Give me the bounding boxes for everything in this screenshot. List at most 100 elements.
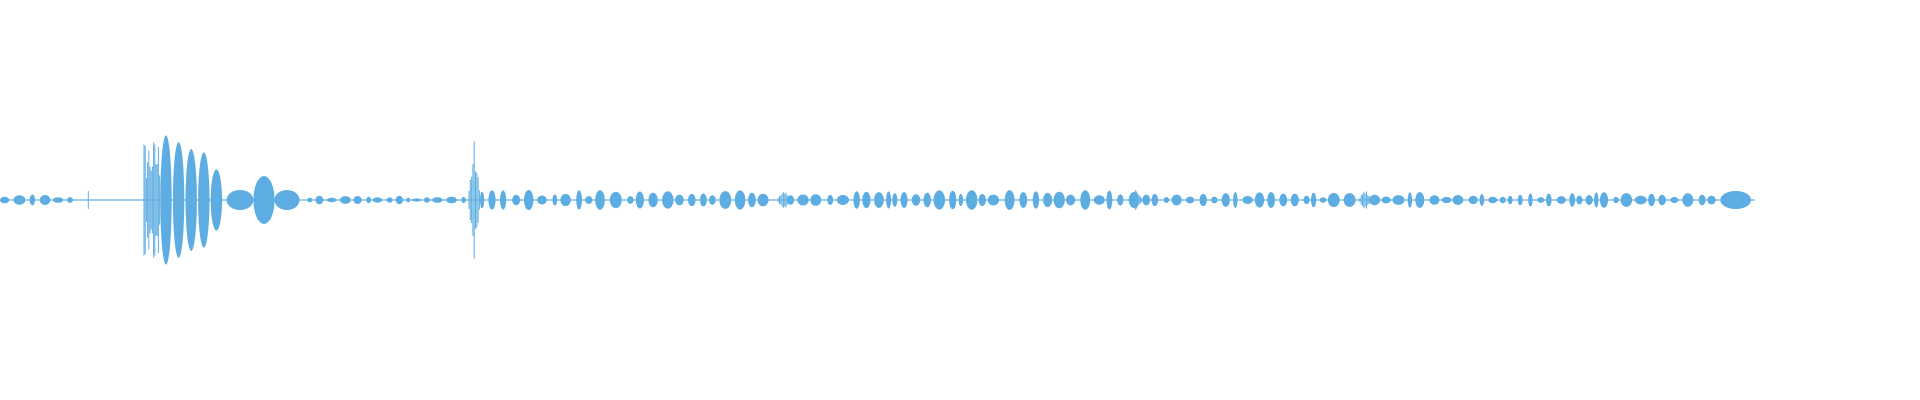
- waveform-segment: [1546, 193, 1552, 207]
- waveform-segment: [1381, 196, 1391, 204]
- waveform-segment: [1303, 195, 1310, 205]
- waveform-segment: [1698, 194, 1706, 206]
- waveform-segment: [635, 191, 645, 209]
- waveform-segment: [978, 194, 986, 206]
- waveform-spike: [144, 145, 146, 255]
- waveform-segment: [1080, 190, 1091, 210]
- waveform-bars: [0, 135, 1755, 265]
- waveform-segment: [1441, 196, 1452, 204]
- waveform-segment: [1720, 191, 1752, 209]
- waveform-segment: [1233, 192, 1238, 208]
- waveform-segment: [386, 197, 393, 203]
- waveform-spike: [156, 164, 158, 236]
- waveform-segment: [1151, 193, 1159, 207]
- waveform-segment: [52, 197, 64, 203]
- waveform-segment: [1528, 193, 1533, 207]
- waveform-segment: [1171, 194, 1182, 206]
- waveform-segment: [1221, 193, 1231, 207]
- waveform-spike: [1364, 193, 1366, 207]
- waveform-segment: [787, 195, 794, 205]
- waveform-segment: [1199, 193, 1207, 207]
- waveform-lobe: [172, 142, 185, 258]
- waveform-segment: [1254, 192, 1265, 208]
- waveform-segment: [29, 194, 36, 206]
- waveform-spike: [471, 176, 473, 224]
- waveform-segment: [688, 193, 696, 207]
- waveform-lobe: [160, 135, 172, 265]
- waveform-spike: [473, 141, 475, 259]
- waveform-segment: [226, 190, 254, 210]
- waveform-segment: [1517, 194, 1523, 206]
- waveform-segment: [1093, 195, 1105, 205]
- waveform-segment: [1211, 196, 1218, 204]
- waveform-segment: [1032, 191, 1040, 209]
- waveform-segment: [662, 191, 674, 209]
- waveform-segment: [480, 191, 485, 209]
- waveform-segment: [648, 192, 658, 208]
- waveform-spike: [1132, 194, 1134, 206]
- waveform-spike: [784, 193, 786, 207]
- waveform-segment: [1407, 192, 1413, 208]
- waveform-spike: [148, 150, 150, 250]
- waveform-spike: [781, 193, 783, 207]
- waveform-spike: [1359, 197, 1361, 203]
- waveform-segment: [446, 196, 457, 204]
- waveform-spike: [1130, 198, 1132, 202]
- waveform-segment: [1479, 194, 1485, 206]
- waveform-spike: [1134, 190, 1136, 210]
- waveform-segment: [958, 193, 963, 207]
- waveform-segment: [1707, 195, 1716, 205]
- waveform-spike: [149, 166, 151, 234]
- waveform-segment: [675, 194, 684, 206]
- waveform-segment: [748, 192, 756, 208]
- waveform-spike: [1136, 191, 1138, 209]
- waveform-segment: [987, 194, 1000, 206]
- waveform-lobe: [198, 152, 210, 248]
- waveform-spike: [782, 192, 784, 208]
- waveform-spike: [1137, 193, 1139, 207]
- waveform-segment: [315, 195, 324, 205]
- waveform-segment: [423, 197, 430, 203]
- waveform-segment: [13, 195, 26, 205]
- waveform-segment: [1185, 196, 1195, 204]
- waveform-segment: [1267, 192, 1275, 208]
- waveform-spike: [1362, 194, 1363, 206]
- waveform-segment: [1585, 195, 1593, 205]
- waveform-spike: [1133, 192, 1135, 208]
- waveform-segment: [1634, 195, 1647, 205]
- waveform-segment: [1327, 193, 1340, 207]
- waveform-segment: [1576, 195, 1583, 205]
- waveform-segment: [966, 190, 978, 210]
- waveform-spike: [779, 196, 780, 204]
- waveform-segment: [1066, 194, 1076, 206]
- waveform-segment: [432, 197, 443, 203]
- waveform-spike: [1363, 192, 1365, 208]
- waveform-segment: [366, 196, 372, 204]
- waveform-segment: [837, 194, 849, 206]
- waveform-segment: [1594, 192, 1599, 208]
- waveform-spike: [157, 146, 159, 254]
- waveform-segment: [524, 190, 534, 210]
- waveform-segment: [1392, 195, 1405, 205]
- waveform-segment: [1537, 197, 1545, 203]
- waveform-segment: [1043, 192, 1053, 208]
- waveform-segment: [576, 190, 582, 210]
- waveform-lobe: [210, 169, 223, 231]
- waveform-segment: [0, 196, 10, 204]
- waveform-segment: [734, 190, 746, 210]
- waveform-spike: [475, 171, 476, 229]
- waveform-segment: [585, 196, 593, 204]
- waveform-spike: [153, 142, 155, 258]
- waveform-segment: [560, 193, 571, 207]
- waveform-segment: [1343, 193, 1356, 207]
- waveform-segment: [1019, 192, 1028, 208]
- waveform-segment: [1242, 196, 1253, 204]
- waveform-segment: [609, 191, 622, 209]
- waveform-segment: [1290, 193, 1299, 207]
- waveform-spike: [147, 162, 149, 238]
- waveform-spike: [780, 195, 782, 205]
- waveform-spike: [478, 190, 480, 210]
- waveform-segment: [1620, 193, 1633, 207]
